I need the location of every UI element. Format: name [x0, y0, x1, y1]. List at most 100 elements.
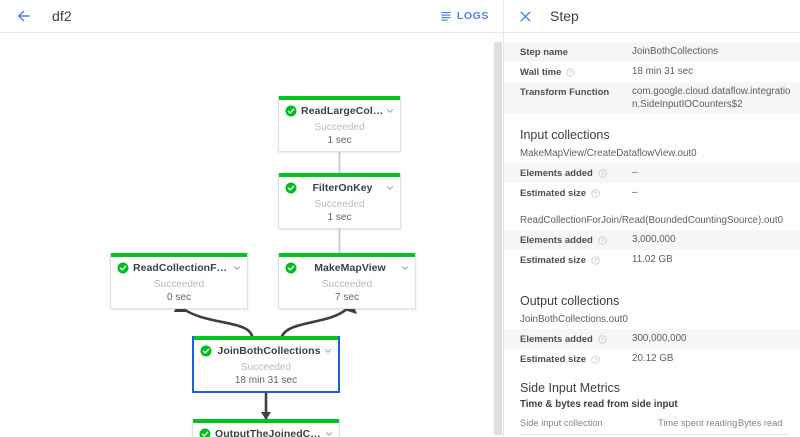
- help-icon[interactable]: ?: [591, 355, 600, 364]
- panel-title: Step: [550, 8, 579, 24]
- node-status-bar: [279, 173, 400, 177]
- help-icon[interactable]: ?: [566, 68, 576, 77]
- node-title-row: OutputTheJoinedCollec...: [193, 423, 339, 437]
- detail-row-key: Estimated size?: [520, 253, 632, 267]
- graph-node-read-collection-for-join[interactable]: ReadCollectionForJoinSucceeded0 sec: [110, 253, 248, 309]
- node-name-label: FilterOnKey: [312, 181, 373, 194]
- graph-scrollbar-track[interactable]: [493, 33, 503, 437]
- detail-row-value: 3,000,000: [632, 234, 676, 245]
- step-summary-row: Step name JoinBothCollections: [504, 42, 800, 62]
- side-input-metrics-title: Side Input Metrics: [520, 381, 621, 395]
- column-header[interactable]: Time spent reading: [658, 418, 738, 428]
- detail-row-value: 20.12 GB: [632, 353, 674, 364]
- chevron-down-icon[interactable]: [323, 346, 333, 356]
- collection-metric-row: Elements added?300,000,000: [504, 329, 800, 349]
- detail-row-value: com.google.cloud.dataflow.integration.Si…: [632, 86, 791, 110]
- node-status-bar: [111, 253, 247, 257]
- help-icon[interactable]: ?: [598, 169, 607, 178]
- help-icon[interactable]: ?: [598, 236, 607, 245]
- help-icon[interactable]: ?: [598, 335, 607, 344]
- node-title-row: ReadLargeCollectionFr...: [279, 100, 400, 121]
- detail-key-label: Step name: [520, 47, 569, 58]
- column-header[interactable]: Side input collection: [520, 418, 603, 428]
- detail-row-value: –: [632, 167, 638, 178]
- detail-row-value: 11.02 GB: [632, 254, 673, 265]
- svg-text:?: ?: [594, 191, 597, 197]
- help-icon[interactable]: ?: [591, 256, 600, 265]
- node-status-label: Succeeded: [321, 279, 373, 290]
- success-check-icon: [199, 428, 211, 437]
- node-name-label: ReadLargeCollectionFr...: [301, 104, 384, 117]
- logs-list-icon: [440, 10, 452, 22]
- collection-metric-row: Estimated size? –: [504, 183, 800, 203]
- node-title-row: MakeMapView: [279, 257, 415, 278]
- detail-row-value: –: [632, 187, 638, 198]
- step-summary-row: Wall time?18 min 31 sec: [504, 62, 800, 82]
- output-collections-title: Output collections: [520, 294, 620, 308]
- collection-metric-row: Estimated size?20.12 GB: [504, 349, 800, 369]
- logs-button-label: LOGS: [456, 10, 489, 22]
- collection-metric-row: Elements added?3,000,000: [504, 230, 800, 250]
- node-time-label: 1 sec: [327, 212, 352, 223]
- node-status-label: Succeeded: [240, 362, 292, 373]
- success-check-icon: [285, 182, 297, 194]
- success-check-icon: [200, 345, 212, 357]
- detail-row-key: Step name: [520, 45, 632, 59]
- graph-scrollbar-thumb[interactable]: [494, 42, 502, 435]
- job-header: df2 LOGS: [0, 0, 503, 33]
- logs-button[interactable]: LOGS: [436, 7, 493, 25]
- success-check-icon: [285, 105, 297, 117]
- node-time-label: 7 sec: [335, 292, 359, 303]
- back-arrow-icon[interactable]: [14, 6, 34, 26]
- collection-metric-row: Estimated size?11.02 GB: [504, 250, 800, 270]
- detail-key-label: Estimated size: [520, 188, 586, 199]
- column-header[interactable]: Bytes read: [738, 418, 783, 428]
- spacer: [504, 369, 800, 379]
- detail-row-value: JoinBothCollections: [632, 46, 719, 57]
- svg-text:?: ?: [601, 238, 604, 244]
- spacer: [504, 270, 800, 280]
- chevron-down-icon[interactable]: [385, 183, 395, 193]
- chevron-down-icon[interactable]: [324, 429, 334, 437]
- spacer: [504, 203, 800, 213]
- detail-row-key: Wall time?: [520, 65, 632, 79]
- input-collections-title: Input collections: [520, 128, 610, 142]
- node-status-label: Succeeded: [314, 122, 365, 133]
- node-status-bar: [194, 336, 338, 340]
- node-name-label: JoinBothCollections: [217, 344, 321, 357]
- chevron-down-icon[interactable]: [232, 263, 242, 273]
- node-title-row: FilterOnKey: [279, 177, 400, 198]
- detail-key-label: Estimated size: [520, 255, 586, 266]
- chevron-down-icon[interactable]: [400, 263, 410, 273]
- detail-key-label: Wall time: [520, 67, 562, 78]
- chevron-down-icon[interactable]: [385, 106, 395, 116]
- svg-text:?: ?: [594, 357, 597, 363]
- collection-name: JoinBothCollections.out0: [520, 314, 628, 325]
- node-time-label: 0 sec: [167, 292, 191, 303]
- svg-text:?: ?: [601, 171, 604, 177]
- node-status-bar: [279, 253, 415, 257]
- close-icon[interactable]: [516, 7, 534, 25]
- detail-row-value: 300,000,000: [632, 333, 687, 344]
- page-title: df2: [52, 8, 72, 24]
- node-name-label: ReadCollectionForJoin: [133, 261, 231, 274]
- detail-row-key: Elements added?: [520, 166, 632, 180]
- detail-key-label: Elements added: [520, 168, 593, 179]
- collection-metric-row: Elements added?–: [504, 163, 800, 183]
- detail-row-key: Estimated size?: [520, 352, 632, 366]
- help-icon[interactable]: ?: [591, 189, 600, 198]
